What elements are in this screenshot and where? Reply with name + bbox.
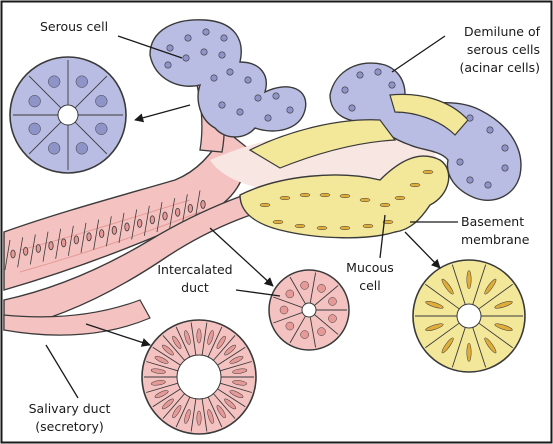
label-demilune-line2: serous cells	[400, 42, 540, 57]
mucous-nucleus	[260, 203, 270, 207]
demilune-nucleus	[487, 127, 493, 133]
duct-nucleus	[201, 200, 205, 208]
duct-nucleus	[125, 223, 129, 231]
serous-nucleus	[287, 107, 293, 113]
serous-nucleus	[245, 77, 251, 83]
demilune-nucleus	[349, 105, 355, 111]
demilune-nucleus	[375, 69, 381, 75]
mucous-xs-nucleus	[467, 270, 471, 288]
demilune-nucleus	[502, 145, 508, 151]
serous-xs-nucleus	[48, 143, 60, 155]
duct-nucleus	[74, 236, 78, 244]
serous-nucleus	[255, 95, 261, 101]
duct-nucleus	[163, 212, 167, 220]
label-intercalated-line1: Intercalated	[145, 262, 245, 277]
demilune-nucleus	[485, 182, 491, 188]
serous-nucleus	[273, 93, 279, 99]
label-basement-line2: membrane	[461, 232, 529, 247]
mucous-nucleus	[300, 193, 310, 197]
mucous-nucleus	[395, 196, 405, 200]
mucous-nucleus	[423, 170, 433, 174]
mucous-nucleus	[380, 203, 390, 207]
mucous-nucleus	[340, 194, 350, 198]
duct-nucleus	[23, 247, 27, 255]
intercalated-xs-nucleus	[286, 290, 294, 298]
serous-xs-nucleus	[76, 143, 88, 155]
serous-nucleus	[221, 35, 227, 41]
serous-nucleus	[211, 75, 217, 81]
mucous-nucleus	[317, 226, 327, 230]
mucous-nucleus	[280, 196, 290, 200]
serous-xs-nucleus	[96, 95, 108, 107]
duct-nucleus	[61, 239, 65, 247]
label-demilune-line1: Demilune of	[400, 24, 540, 39]
label-salivary-line2: (secretory)	[12, 419, 127, 434]
serous-nucleus	[201, 49, 207, 55]
label-demilune-line3: (acinar cells)	[400, 60, 540, 75]
serous-acinus-cross-section	[10, 57, 126, 173]
label-serous-cell: Serous cell	[40, 19, 108, 34]
serous-nucleus	[237, 109, 243, 115]
duct-nucleus	[188, 204, 192, 212]
mucous-xs-nucleus	[467, 343, 471, 361]
mucous-acinus-cross-section	[413, 260, 525, 372]
intercalated-xs-nucleus	[328, 297, 336, 305]
demilune-nucleus	[342, 87, 348, 93]
duct-nucleus	[36, 245, 40, 253]
demilune-nucleus	[389, 82, 395, 88]
duct-nucleus	[137, 219, 141, 227]
duct-nucleus	[11, 250, 15, 258]
serous-xs-nucleus	[76, 76, 88, 88]
duct-nucleus	[112, 226, 116, 234]
demilune-nucleus	[467, 115, 473, 121]
duct-nucleus	[175, 208, 179, 216]
demilune-nucleus	[457, 159, 463, 165]
serous-nucleus	[219, 52, 225, 58]
serous-nucleus	[203, 29, 209, 35]
serous-nucleus	[227, 69, 233, 75]
duct-nucleus	[87, 233, 91, 241]
intercalated-xs-nucleus	[280, 306, 288, 314]
salivary-xs-nucleus	[197, 411, 201, 426]
demilune-nucleus	[357, 72, 363, 78]
serous-nucleus	[265, 115, 271, 121]
label-salivary-line1: Salivary duct	[12, 401, 127, 416]
mucous-nucleus	[360, 198, 370, 202]
intercalated-xs-nucleus	[301, 331, 309, 339]
label-mucous-line1: Mucous	[330, 260, 410, 275]
demilune-nucleus	[502, 165, 508, 171]
label-intercalated-line2: duct	[145, 280, 245, 295]
serous-nucleus	[167, 45, 173, 51]
intercalated-xs-nucleus	[328, 315, 336, 323]
serous-nucleus	[183, 55, 189, 61]
intercalated-xs-nucleus	[317, 328, 325, 336]
mucous-nucleus	[273, 220, 283, 224]
serous-xs-nucleus	[96, 123, 108, 135]
serous-nucleus	[165, 62, 171, 68]
intercalated-xs-nucleus	[286, 322, 294, 330]
salivary-xs-nucleus	[197, 329, 201, 344]
duct-nucleus	[99, 230, 103, 238]
intercalated-xs-nucleus	[301, 281, 309, 289]
serous-nucleus	[219, 102, 225, 108]
label-mucous-line2: cell	[330, 278, 410, 293]
mucous-nucleus	[363, 224, 373, 228]
label-basement-line1: Basement	[461, 214, 524, 229]
serous-xs-nucleus	[29, 123, 41, 135]
duct-nucleus	[150, 216, 154, 224]
duct-nucleus	[49, 242, 53, 250]
serous-xs-nucleus	[29, 95, 41, 107]
mucous-nucleus	[295, 224, 305, 228]
mucous-nucleus	[410, 183, 420, 187]
serous-xs-nucleus	[48, 76, 60, 88]
intercalated-xs-nucleus	[317, 284, 325, 292]
serous-nucleus	[185, 35, 191, 41]
salivary-duct-cross-section	[142, 320, 256, 434]
mucous-nucleus	[320, 193, 330, 197]
mucous-nucleus	[340, 226, 350, 230]
demilune-nucleus	[467, 177, 473, 183]
